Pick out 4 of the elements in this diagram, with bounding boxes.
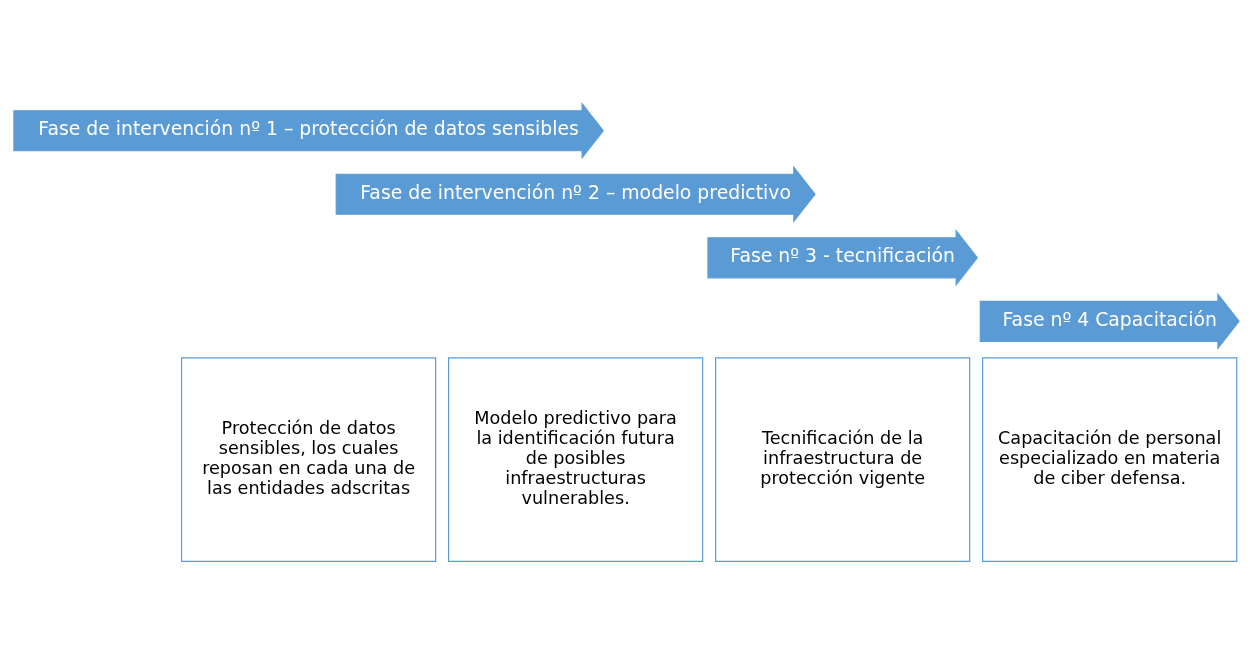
node-box: Protección de datos sensibles, los cuales reposan en cada una de las entidades adscritas — [180, 356, 437, 562]
node-box: Tecnificación de la infraestructura de protección vigente — [715, 356, 971, 562]
node-box: Modelo predictivo para la identificación futura de posibles infraestructuras vulnerables. — [448, 356, 704, 562]
node-box: Capacitación de personal especializado en materia de ciber defensa. — [982, 356, 1238, 562]
